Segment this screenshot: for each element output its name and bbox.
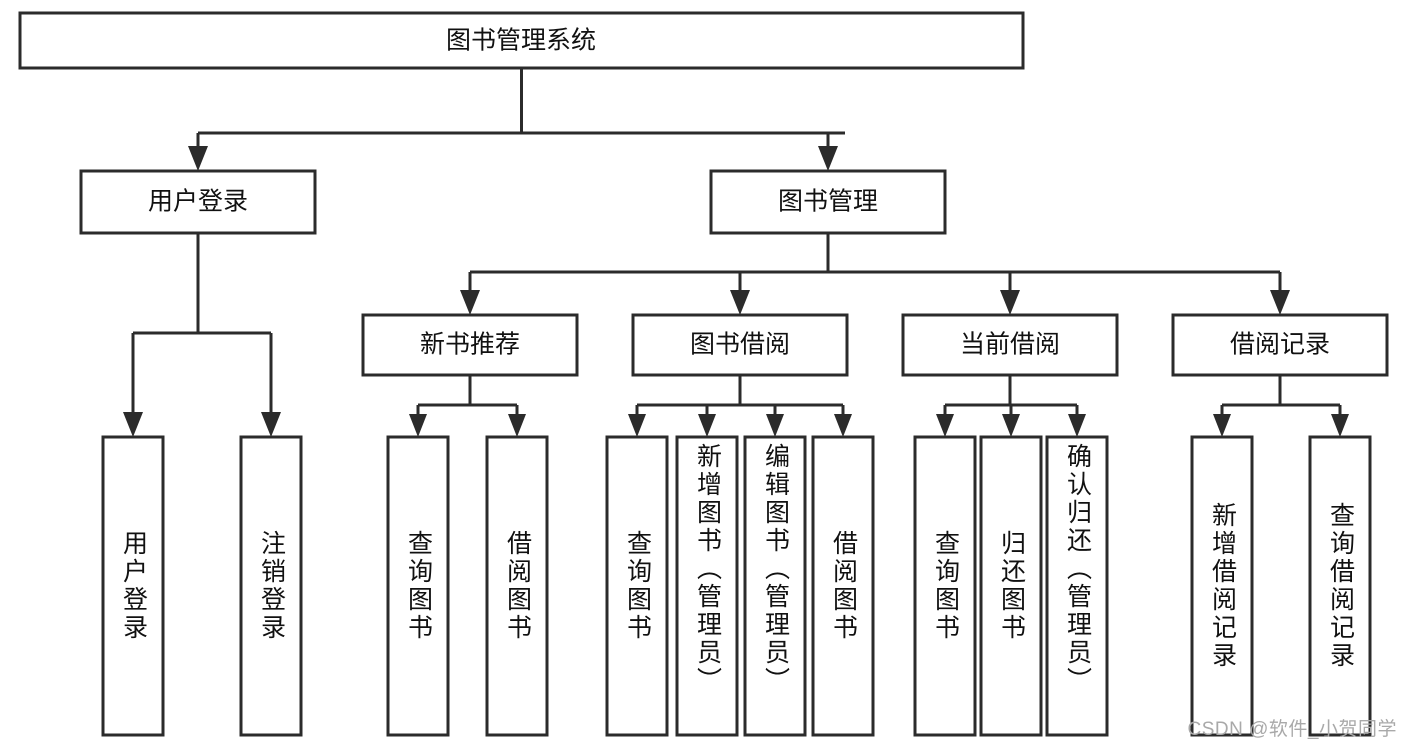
node-book-borrow[interactable]: 图书借阅 bbox=[631, 313, 849, 377]
arrow-head-leaf-borrow-book-rec bbox=[508, 414, 526, 437]
node-borrow-record-box[interactable] bbox=[1171, 313, 1389, 377]
arrow-head-leaf-user-login bbox=[123, 412, 143, 437]
node-current-borrow[interactable]: 当前借阅 bbox=[901, 313, 1119, 377]
node-leaf-logout-box[interactable] bbox=[239, 435, 303, 737]
node-root-box[interactable] bbox=[18, 11, 1025, 70]
node-book-manage[interactable]: 图书管理 bbox=[709, 169, 947, 235]
arrow-head-current-borrow bbox=[1000, 290, 1020, 315]
arrow-head-leaf-query-book-bb bbox=[628, 414, 646, 437]
node-leaf-add-record-box[interactable] bbox=[1190, 435, 1254, 737]
arrow-head-leaf-add-record bbox=[1213, 414, 1231, 437]
leaf-node-layer bbox=[101, 435, 1372, 737]
node-new-book-rec[interactable]: 新书推荐 bbox=[361, 313, 579, 377]
csdn-watermark: CSDN @软件_小贺同学 bbox=[1187, 719, 1397, 740]
node-user-login-box[interactable] bbox=[79, 169, 317, 235]
node-leaf-add-book-box[interactable] bbox=[675, 435, 739, 737]
node-root-label: 图书管理系统 bbox=[446, 27, 596, 55]
node-book-manage-box[interactable] bbox=[709, 169, 947, 235]
node-leaf-user-login-box[interactable] bbox=[101, 435, 165, 737]
arrow-head-new-book-rec bbox=[460, 290, 480, 315]
node-leaf-borrow-book-bb-box[interactable] bbox=[811, 435, 875, 737]
node-current-borrow-box[interactable] bbox=[901, 313, 1119, 377]
arrow-head-leaf-confirm-return bbox=[1068, 414, 1086, 437]
arrow-head-leaf-add-book bbox=[698, 414, 716, 437]
node-root[interactable]: 图书管理系统 bbox=[18, 11, 1025, 70]
node-leaf-query-book-bb-box[interactable] bbox=[605, 435, 669, 737]
node-user-login[interactable]: 用户登录 bbox=[79, 169, 317, 235]
connector-layer bbox=[123, 68, 1349, 437]
node-current-borrow-label: 当前借阅 bbox=[960, 331, 1060, 359]
node-book-borrow-box[interactable] bbox=[631, 313, 849, 377]
node-leaf-confirm-return-box[interactable] bbox=[1045, 435, 1109, 737]
node-leaf-borrow-book-rec-box[interactable] bbox=[485, 435, 549, 737]
node-leaf-query-book-rec-box[interactable] bbox=[386, 435, 450, 737]
arrow-head-user-login bbox=[188, 146, 208, 171]
arrow-head-leaf-return-book bbox=[1002, 414, 1020, 437]
arrow-head-leaf-logout bbox=[261, 412, 281, 437]
node-leaf-return-book-box[interactable] bbox=[979, 435, 1043, 737]
arrow-head-leaf-edit-book bbox=[766, 414, 784, 437]
node-book-manage-label: 图书管理 bbox=[778, 188, 878, 216]
node-borrow-record[interactable]: 借阅记录 bbox=[1171, 313, 1389, 377]
node-leaf-edit-book-box[interactable] bbox=[743, 435, 807, 737]
node-borrow-record-label: 借阅记录 bbox=[1230, 331, 1330, 359]
arrow-head-leaf-borrow-book-bb bbox=[834, 414, 852, 437]
arrow-head-borrow-record bbox=[1270, 290, 1290, 315]
node-leaf-query-record-box[interactable] bbox=[1308, 435, 1372, 737]
node-new-book-rec-box[interactable] bbox=[361, 313, 579, 377]
node-user-login-label: 用户登录 bbox=[148, 188, 248, 216]
node-book-borrow-label: 图书借阅 bbox=[690, 331, 790, 359]
node-leaf-query-book-cb-box[interactable] bbox=[913, 435, 977, 737]
arrow-head-leaf-query-book-rec bbox=[409, 414, 427, 437]
arrow-head-book-borrow bbox=[730, 290, 750, 315]
arrow-head-leaf-query-book-cb bbox=[936, 414, 954, 437]
node-new-book-rec-label: 新书推荐 bbox=[420, 331, 520, 359]
arrow-head-book-manage bbox=[818, 146, 838, 171]
arrow-head-leaf-query-record bbox=[1331, 414, 1349, 437]
